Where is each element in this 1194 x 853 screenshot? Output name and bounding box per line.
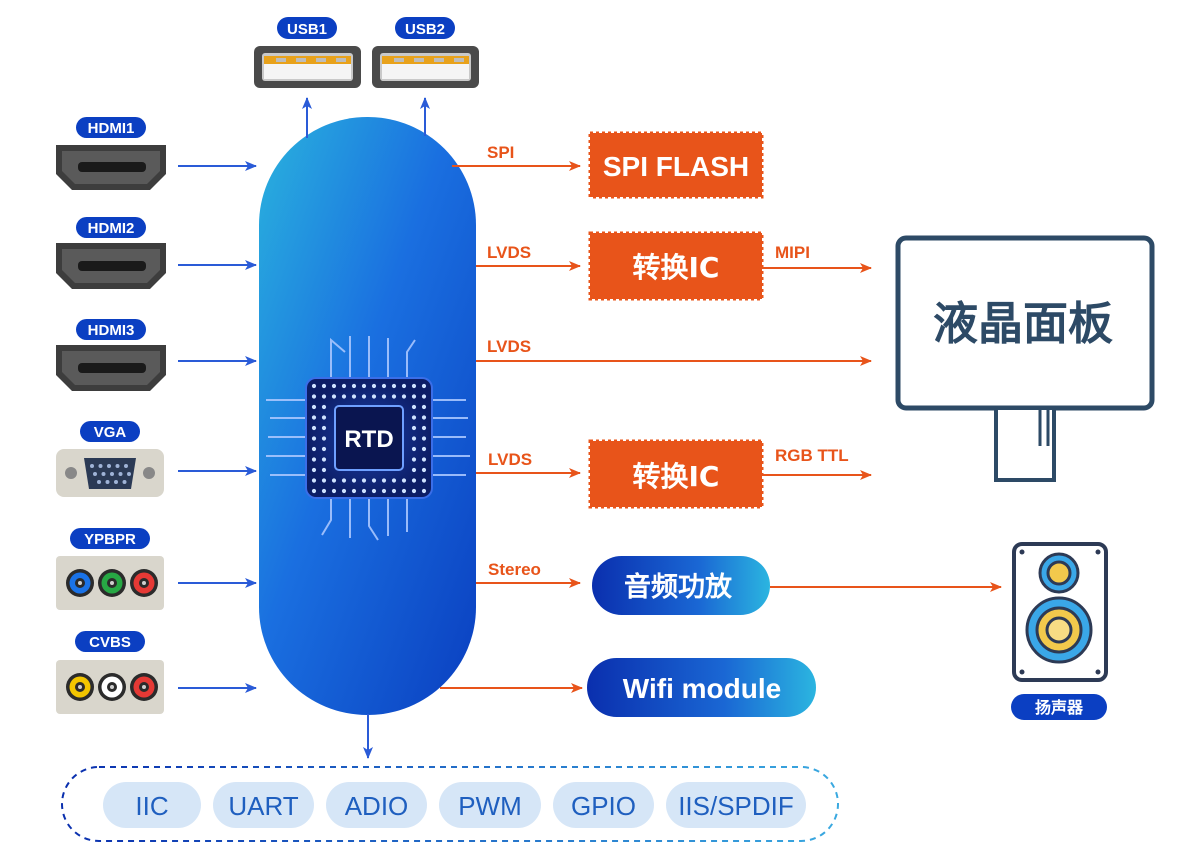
input-hdmi1: HDMI1 xyxy=(56,117,166,190)
input-label-vga: VGA xyxy=(94,424,127,441)
rca-jack xyxy=(130,673,158,701)
input-label-ypbpr: YPBPR xyxy=(84,531,136,548)
conversion-ic-2-label: 转换IC xyxy=(633,460,720,493)
input-vga: VGA xyxy=(56,421,164,497)
input-cvbs: CVBS xyxy=(56,631,164,714)
wifi-module-label: Wifi module xyxy=(623,673,781,704)
rca-jack xyxy=(98,673,126,701)
audio-amp-label: 音频功放 xyxy=(624,571,733,603)
conversion-ic-1: 转换IC xyxy=(588,231,764,301)
peripheral-uart: UART xyxy=(213,782,314,828)
usb-label-2: USB2 xyxy=(405,21,445,38)
input-ypbpr: YPBPR xyxy=(56,528,164,610)
input-label-hdmi2: HDMI2 xyxy=(88,220,135,237)
peripheral-label: IIC xyxy=(135,791,168,821)
speaker-label: 扬声器 xyxy=(1035,698,1084,717)
spi-flash-chip: SPI FLASH xyxy=(588,131,764,199)
rca-jack xyxy=(130,569,158,597)
peripheral-iis-spdif: IIS/SPDIF xyxy=(666,782,806,828)
peripheral-gpio: GPIO xyxy=(553,782,654,828)
peripheral-label: ADIO xyxy=(345,791,409,821)
input-label-hdmi1: HDMI1 xyxy=(88,120,135,137)
audio-amp: 音频功放 xyxy=(592,556,770,615)
usb-port-2: USB2 xyxy=(372,17,479,88)
peripheral-adio: ADIO xyxy=(326,782,427,828)
link-label-mipi: MIPI xyxy=(775,243,810,262)
rca-jack xyxy=(98,569,126,597)
peripheral-label: UART xyxy=(228,791,298,821)
link-label-rgb-ttl: RGB TTL xyxy=(775,446,849,465)
link-label-stereo: Stereo xyxy=(488,560,541,579)
usb-port-1: USB1 xyxy=(254,17,361,88)
input-label-cvbs: CVBS xyxy=(89,634,131,651)
conversion-ic-2: 转换IC xyxy=(588,439,764,509)
peripheral-label: PWM xyxy=(458,791,522,821)
link-label-spi: SPI xyxy=(487,143,514,162)
usb-label-1: USB1 xyxy=(287,21,327,38)
peripheral-label: GPIO xyxy=(571,791,636,821)
input-label-hdmi3: HDMI3 xyxy=(88,322,135,339)
rca-jack xyxy=(66,673,94,701)
wifi-module: Wifi module xyxy=(587,658,816,717)
link-label-lvds-1: LVDS xyxy=(487,243,531,262)
spi-flash-label: SPI FLASH xyxy=(603,151,749,182)
lcd-panel: 液晶面板 xyxy=(895,235,1155,482)
peripheral-pwm: PWM xyxy=(439,782,541,828)
lcd-panel-label: 液晶面板 xyxy=(933,297,1113,350)
peripheral-iic: IIC xyxy=(103,782,201,828)
conversion-ic-1-label: 转换IC xyxy=(633,251,720,284)
speaker: 扬声器 xyxy=(1011,542,1108,720)
link-label-lvds-direct: LVDS xyxy=(487,337,531,356)
peripheral-pills: IIC UART ADIO PWM GPIO IIS/SPDIF xyxy=(103,782,806,828)
soc-chip: RTD xyxy=(305,377,433,499)
peripheral-label: IIS/SPDIF xyxy=(678,791,794,821)
input-hdmi2: HDMI2 xyxy=(56,217,166,289)
input-hdmi3: HDMI3 xyxy=(56,319,166,391)
rca-jack xyxy=(66,569,94,597)
soc-label: RTD xyxy=(344,426,393,453)
chip-traces xyxy=(266,336,470,541)
link-label-lvds-2: LVDS xyxy=(488,450,532,469)
peripheral-group xyxy=(61,766,839,842)
